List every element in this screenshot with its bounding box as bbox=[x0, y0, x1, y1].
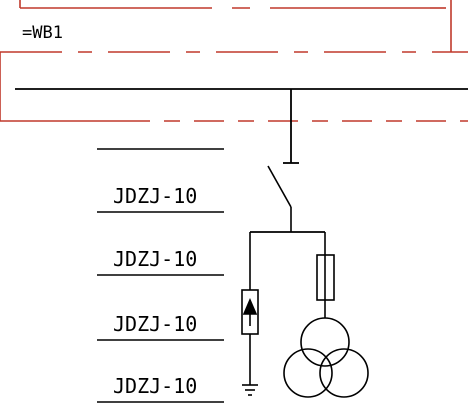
fuse-icon bbox=[316, 232, 335, 318]
bus-label: =WB1 bbox=[22, 23, 63, 43]
ground-icon bbox=[242, 384, 258, 396]
boundary-solid-left bbox=[0, 52, 120, 122]
disconnector-switch-icon bbox=[267, 165, 292, 232]
surge-arrester-icon bbox=[241, 232, 259, 385]
device-label-2: JDZJ-10 bbox=[113, 247, 197, 271]
top-boundary bbox=[19, 0, 452, 52]
label-rows: JDZJ-10 JDZJ-10 JDZJ-10 JDZJ-10 bbox=[97, 148, 224, 403]
three-winding-transformer-icon bbox=[283, 317, 369, 398]
device-label-1: JDZJ-10 bbox=[113, 184, 197, 208]
device-label-4: JDZJ-10 bbox=[113, 374, 197, 398]
device-label-3: JDZJ-10 bbox=[113, 312, 197, 336]
